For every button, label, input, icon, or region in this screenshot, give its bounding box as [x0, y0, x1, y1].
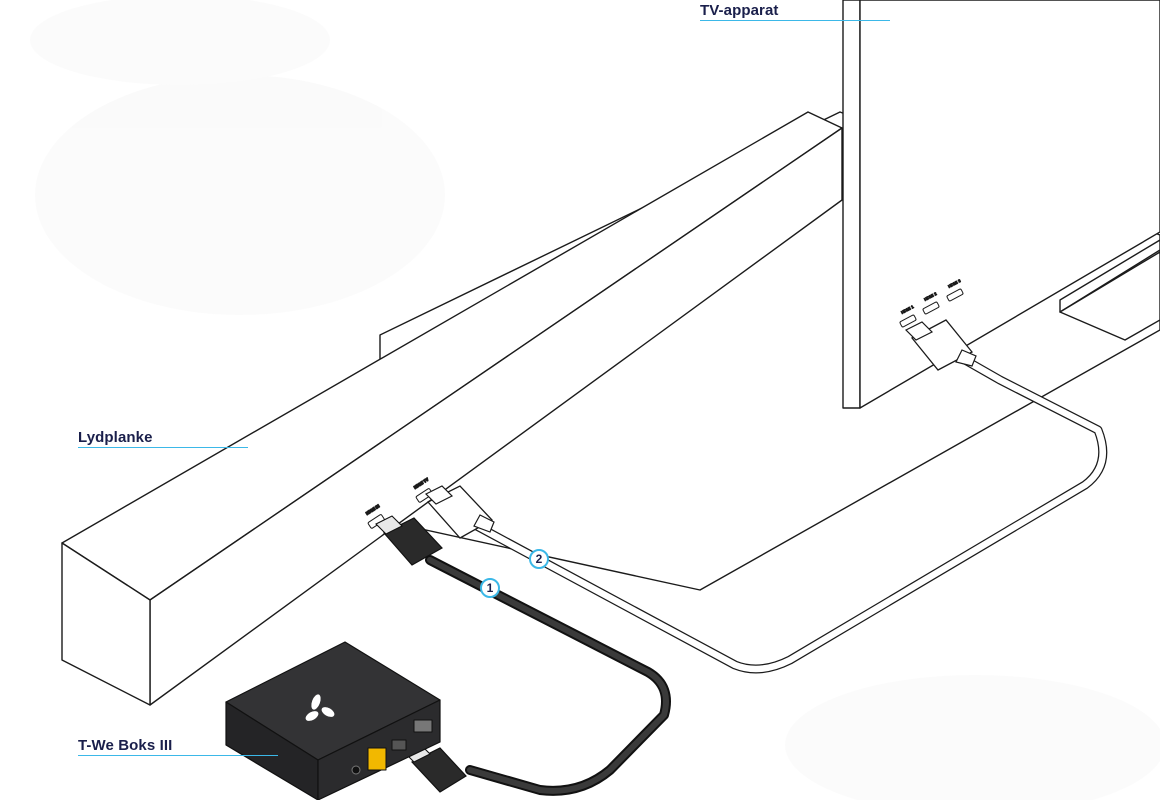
tv-panel: HDMI 1 HDMI 2 HDMI 3 [842, 0, 1160, 409]
tv-label: TV-apparat [700, 2, 779, 19]
t-we-box [225, 641, 441, 800]
box-label: T-We Boks III [78, 737, 173, 754]
tv-leader-line [700, 20, 890, 21]
soundbar-label: Lydplanke [78, 429, 153, 446]
box-logo-icon [305, 694, 335, 721]
cable-2 [424, 319, 1108, 674]
background-blobs [30, 0, 1160, 800]
box-leader-line [78, 755, 278, 756]
cable-2-badge: 2 [529, 549, 549, 569]
soundbar-leader-line [78, 447, 248, 448]
cable-1-badge: 1 [480, 578, 500, 598]
soundbar: HDMI IN HDMI TV [61, 111, 843, 706]
cable-1 [375, 515, 671, 796]
